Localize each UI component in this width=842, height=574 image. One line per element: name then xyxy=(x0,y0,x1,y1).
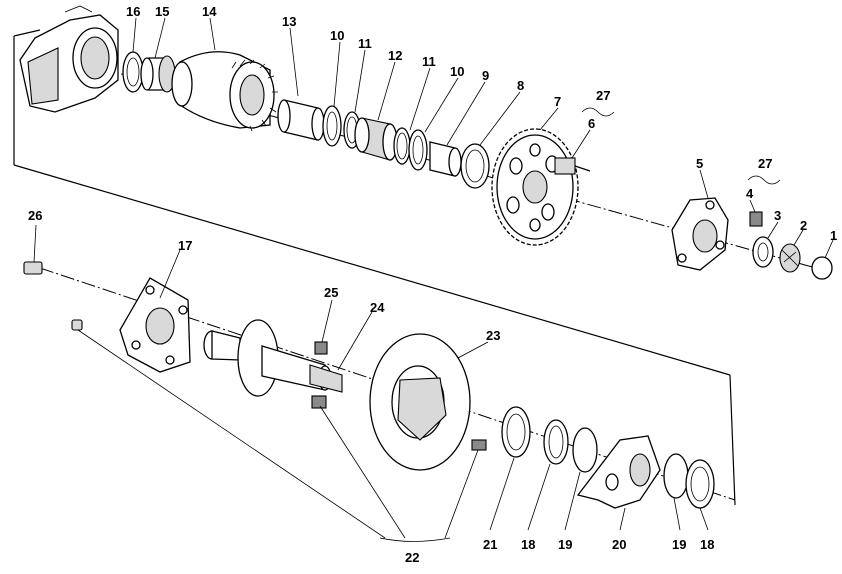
callout-13: 13 xyxy=(282,14,296,29)
ring-part-19b xyxy=(663,453,689,499)
swingarm-housing-part xyxy=(19,5,119,113)
callout-10-right: 10 xyxy=(450,64,464,79)
ring-part-19a xyxy=(572,427,598,473)
callout-25: 25 xyxy=(324,285,338,300)
eccentric-hub-part-14 xyxy=(171,51,278,132)
brake-disc-part-23 xyxy=(369,333,471,471)
callout-12: 12 xyxy=(388,48,402,63)
washer-part-3 xyxy=(752,236,774,268)
seal-part-10a xyxy=(322,105,342,147)
callout-27-right: 27 xyxy=(758,156,772,171)
bolt-part-25 xyxy=(314,341,328,355)
hub-shaft-part xyxy=(203,319,332,397)
sprocket-part-7 xyxy=(491,128,579,246)
assembly-frame xyxy=(13,29,736,506)
nut-part-4 xyxy=(749,211,763,227)
callout-14: 14 xyxy=(202,4,217,19)
ring-part-18b xyxy=(685,459,715,509)
ring-part-18a xyxy=(543,419,569,465)
bolt-part-22-right xyxy=(471,439,487,451)
leader-lines xyxy=(33,17,834,542)
callout-8: 8 xyxy=(517,78,524,93)
callout-7: 7 xyxy=(554,94,561,109)
callout-5: 5 xyxy=(696,156,703,171)
callout-3: 3 xyxy=(774,208,781,223)
bolt-part-26 xyxy=(23,261,43,275)
sprocket-carrier-part-5 xyxy=(671,197,729,271)
callout-19-right: 19 xyxy=(672,537,686,552)
stud-part-6 xyxy=(554,157,591,175)
callout-18-right: 18 xyxy=(700,537,714,552)
callout-2: 2 xyxy=(800,218,807,233)
callout-9: 9 xyxy=(482,68,489,83)
callout-6: 6 xyxy=(588,116,595,131)
callout-20: 20 xyxy=(612,537,626,552)
circlip-part-21 xyxy=(501,406,531,458)
bearing-part-15 xyxy=(140,55,176,93)
callout-22: 22 xyxy=(405,550,419,565)
bearing-part-12 xyxy=(354,117,398,161)
spacer-sleeve-part-13 xyxy=(277,99,325,141)
callout-17: 17 xyxy=(178,238,192,253)
spacer-part-9 xyxy=(429,141,462,177)
callout-19-left: 19 xyxy=(558,537,572,552)
callout-11-left: 11 xyxy=(358,36,372,51)
flange-part-17 xyxy=(119,277,191,373)
ring-part-8 xyxy=(460,143,490,189)
callout-10-left: 10 xyxy=(330,28,344,43)
circlip-part-11b xyxy=(393,127,411,165)
seal-part-10b xyxy=(408,129,428,171)
bolt-part-22-left xyxy=(71,319,83,331)
callout-15: 15 xyxy=(155,4,169,19)
callout-11-right: 11 xyxy=(422,54,436,69)
callout-21: 21 xyxy=(483,537,497,552)
callout-18-left: 18 xyxy=(521,537,535,552)
callout-4: 4 xyxy=(746,186,754,201)
callout-23: 23 xyxy=(486,328,500,343)
callout-24: 24 xyxy=(370,300,385,315)
callout-labels: 16 15 14 13 10 11 12 11 10 9 8 7 27 6 5 … xyxy=(28,4,837,565)
caliper-bracket-part-20 xyxy=(576,435,661,509)
clip-part-1 xyxy=(811,256,833,280)
callout-26: 26 xyxy=(28,208,42,223)
spline-part-24 xyxy=(309,364,343,393)
bolt-part-22-middle xyxy=(311,395,327,409)
circlip-part-16 xyxy=(122,51,144,93)
nut-part-2 xyxy=(779,243,801,273)
callout-27-upper: 27 xyxy=(596,88,610,103)
callout-1: 1 xyxy=(830,228,837,243)
callout-16: 16 xyxy=(126,4,140,19)
